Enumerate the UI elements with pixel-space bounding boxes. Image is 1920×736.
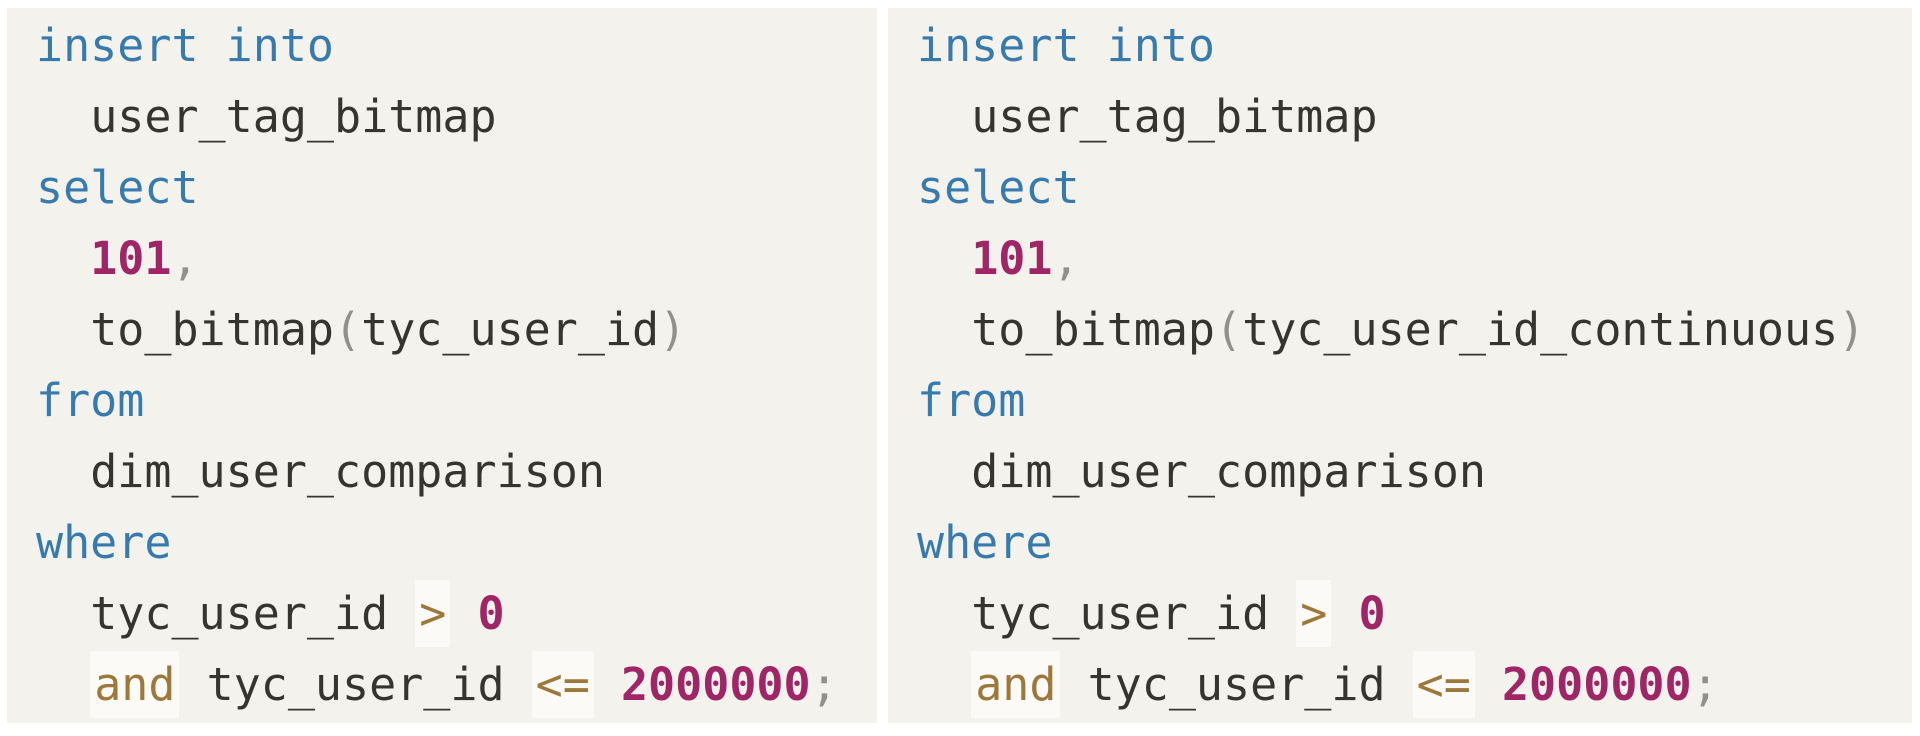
code-token-id: tyc_user_id xyxy=(90,587,389,640)
code-token-kw: select xyxy=(36,161,199,214)
code-token-ws xyxy=(917,587,971,640)
code-token-pun: ; xyxy=(1691,658,1719,711)
code-token-num: 2000000 xyxy=(1501,658,1692,711)
code-token-id: tyc_user_id xyxy=(361,303,660,356)
code-line: to_bitmap(tyc_user_id_continuous) xyxy=(917,294,1912,365)
code-line: 101, xyxy=(917,223,1912,294)
code-line: where xyxy=(36,507,877,578)
code-token-ws xyxy=(36,587,90,640)
code-token-ws xyxy=(36,445,90,498)
code-token-op: <= xyxy=(1412,651,1475,718)
code-token-kw: select xyxy=(917,161,1080,214)
code-token-kw: from xyxy=(917,374,1026,427)
code-token-id: user_tag_bitmap xyxy=(90,90,497,143)
code-token-id: tyc_user_id xyxy=(971,587,1270,640)
code-token-id: tyc_user_id xyxy=(206,658,505,711)
code-token-id: dim_user_comparison xyxy=(971,445,1486,498)
code-token-ws xyxy=(917,303,971,356)
code-token-ws xyxy=(36,658,90,711)
code-token-ws xyxy=(36,232,90,285)
code-token-ws xyxy=(1060,658,1087,711)
code-token-ws xyxy=(505,658,532,711)
code-token-ws xyxy=(36,90,90,143)
code-token-ws xyxy=(917,658,971,711)
code-line: from xyxy=(917,365,1912,436)
code-line: select xyxy=(36,152,877,223)
code-token-num: 0 xyxy=(1358,587,1386,640)
code-token-ws xyxy=(917,90,971,143)
code-token-ws xyxy=(1386,658,1413,711)
code-token-pun: ; xyxy=(810,658,838,711)
code-token-id: tyc_user_id_continuous xyxy=(1242,303,1839,356)
code-token-kw: from xyxy=(36,374,145,427)
code-token-ws xyxy=(450,587,477,640)
code-line: dim_user_comparison xyxy=(917,436,1912,507)
code-token-id: tyc_user_id xyxy=(1087,658,1386,711)
code-line: user_tag_bitmap xyxy=(917,81,1912,152)
code-token-ws xyxy=(594,658,621,711)
code-line: tyc_user_id > 0 xyxy=(36,578,877,649)
code-token-op: <= xyxy=(531,651,594,718)
code-line: 101, xyxy=(36,223,877,294)
code-token-ws xyxy=(36,303,90,356)
code-token-id: to_bitmap xyxy=(90,303,335,356)
code-token-op: and xyxy=(971,651,1061,718)
code-line: where xyxy=(917,507,1912,578)
code-token-pun: ) xyxy=(659,303,687,356)
code-line: select xyxy=(917,152,1912,223)
code-token-pun: , xyxy=(171,232,199,285)
code-line: and tyc_user_id <= 2000000; xyxy=(36,649,877,720)
code-token-ws xyxy=(1269,587,1296,640)
code-token-pun: , xyxy=(1052,232,1080,285)
code-token-num: 2000000 xyxy=(620,658,811,711)
code-token-op: > xyxy=(415,580,451,647)
code-token-pun: ( xyxy=(334,303,362,356)
code-token-kw: where xyxy=(36,516,172,569)
code-line: to_bitmap(tyc_user_id) xyxy=(36,294,877,365)
code-token-kw: insert into xyxy=(917,19,1216,72)
code-token-ws xyxy=(388,587,415,640)
code-token-ws xyxy=(1475,658,1502,711)
code-line: insert into xyxy=(917,10,1912,81)
code-line: insert into xyxy=(36,10,877,81)
code-token-op: and xyxy=(90,651,180,718)
code-line: and tyc_user_id <= 2000000; xyxy=(917,649,1912,720)
code-line: user_tag_bitmap xyxy=(36,81,877,152)
code-line: from xyxy=(36,365,877,436)
code-token-op: > xyxy=(1296,580,1332,647)
code-token-kw: insert into xyxy=(36,19,335,72)
code-token-num: 101 xyxy=(971,232,1053,285)
code-token-ws xyxy=(1331,587,1358,640)
code-token-ws xyxy=(917,445,971,498)
code-line: tyc_user_id > 0 xyxy=(917,578,1912,649)
code-token-ws xyxy=(917,232,971,285)
code-token-id: to_bitmap xyxy=(971,303,1216,356)
code-token-id: dim_user_comparison xyxy=(90,445,605,498)
code-token-num: 101 xyxy=(90,232,172,285)
code-token-pun: ) xyxy=(1838,303,1866,356)
code-token-kw: where xyxy=(917,516,1053,569)
code-line: dim_user_comparison xyxy=(36,436,877,507)
code-token-id: user_tag_bitmap xyxy=(971,90,1378,143)
code-token-ws xyxy=(179,658,206,711)
code-token-pun: ( xyxy=(1215,303,1243,356)
code-token-num: 0 xyxy=(477,587,505,640)
